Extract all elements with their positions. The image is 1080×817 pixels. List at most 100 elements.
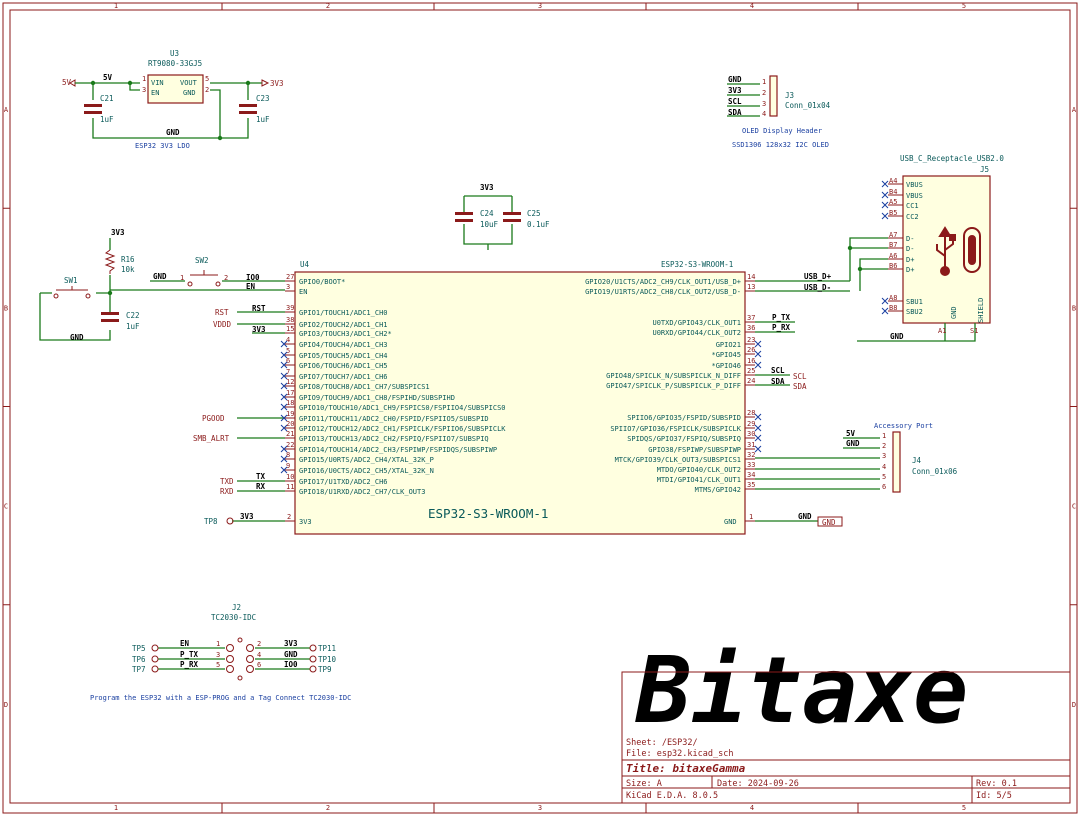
- no-connect-marker: [280, 424, 288, 432]
- border-row-label: B: [1072, 304, 1076, 312]
- usb-gnd-net: GND: [890, 332, 904, 341]
- junction: [847, 245, 853, 251]
- tb-date: Date: 2024-09-26: [717, 779, 799, 789]
- pin-number: 22: [286, 441, 294, 449]
- c23-ref: C23: [256, 94, 270, 103]
- testpoint: [309, 665, 317, 673]
- gnd-global-box: [817, 516, 843, 527]
- j3-value: Conn_01x04: [785, 101, 831, 110]
- pin-name: MTMS/GPIO42: [695, 486, 741, 494]
- pinnum: 1: [142, 75, 146, 83]
- pin-number: 30: [747, 430, 755, 438]
- pin-name: VBUS: [906, 181, 923, 189]
- pin-name: GPIO48/SPICLK_N/SUBSPICLK_N_DIFF: [606, 372, 741, 380]
- pin-number: 28: [747, 409, 755, 417]
- pin-name: D+: [906, 266, 914, 274]
- tp8-testpoint: [226, 517, 234, 525]
- pin-number: B7: [889, 241, 897, 249]
- tp8-ref: TP8: [204, 517, 218, 526]
- pin-number: 15: [286, 325, 294, 333]
- no-connect-marker: [881, 307, 889, 315]
- accessory-wires: [843, 437, 880, 449]
- j5-value: USB_C_Receptacle_USB2.0: [900, 154, 1004, 163]
- tag-net: GND: [284, 650, 298, 659]
- pin-name: GPIO6/TOUCH6/ADC1_CH5: [299, 362, 388, 370]
- net-3v3-tp8: 3V3: [240, 512, 254, 521]
- c23-value: 1uF: [256, 115, 270, 124]
- pin-name: GPIO0/BOOT*: [299, 278, 345, 286]
- pin-name: GPIO20/U1CTS/ADC2_CH9/CLK_OUT1/USB_D+: [585, 278, 741, 286]
- pin-number: 9: [286, 462, 290, 470]
- pin-name: GPIO11/TOUCH11/ADC2_CH0/FSPID/FSPIIO5/SU…: [299, 415, 489, 423]
- pin-name: U0RXD/GPIO44/CLK_OUT2: [652, 329, 741, 337]
- tp-ref: TP9: [318, 665, 332, 674]
- no-connect-marker: [280, 361, 288, 369]
- pinnum: 3: [882, 452, 886, 460]
- global-rst: RST: [215, 308, 229, 317]
- j4-connector: [892, 431, 901, 493]
- c23-plate: [239, 104, 257, 107]
- c25-plate: [503, 219, 521, 222]
- c25-value: 0.1uF: [527, 220, 550, 229]
- left-net-wires: [232, 311, 285, 522]
- usb-icon: [936, 226, 981, 276]
- accessory-port-section: Accessory Port 5V GND 1 2 3 4 5 6 J4 Con…: [843, 422, 958, 493]
- net-rst: RST: [252, 304, 266, 313]
- pinnum: A1: [938, 327, 946, 335]
- pin-number: 34: [747, 471, 755, 479]
- pinnum: 5: [882, 473, 886, 481]
- ldo-regulator: [147, 74, 204, 104]
- usb-gnd-pin: GND: [950, 306, 958, 319]
- oled-caption-2: SSD1306 128x32 I2C OLED: [732, 141, 829, 149]
- pin-name: GPIO15/U0RTS/ADC2_CH4/XTAL_32K_P: [299, 456, 434, 464]
- tb-title: Title: bitaxeGamma: [626, 762, 746, 775]
- esp32-module: U4 ESP32-S3-WROOM-1 27GPIO0/BOOT*3EN39GP…: [280, 260, 880, 535]
- usb-shield-pin: SHIELD: [977, 298, 985, 323]
- pin-name: CC2: [906, 213, 919, 221]
- pin-name: GPIO7/TOUCH7/ADC1_CH6: [299, 373, 388, 381]
- border-row-label: D: [4, 701, 8, 709]
- pin-number: 4: [286, 336, 290, 344]
- pin-name: SBU2: [906, 308, 923, 316]
- pin-number: 19: [286, 410, 294, 418]
- tb-sheet: Sheet: /ESP32/: [626, 738, 698, 748]
- net-gnd: GND: [166, 128, 180, 137]
- pin-name: SBU1: [906, 298, 923, 306]
- pin-name: *GPIO45: [711, 351, 741, 359]
- net-3v3: 3V3: [111, 228, 125, 237]
- global-sda: SDA: [793, 382, 807, 391]
- testpoint: [151, 644, 159, 652]
- bitaxe-logo: Bitaxe: [635, 637, 968, 744]
- accessory-title: Accessory Port: [874, 422, 933, 430]
- pin-gnd: GND: [183, 89, 196, 97]
- no-connect-marker: [280, 340, 288, 348]
- global-smb-alrt: SMB_ALRT: [193, 434, 230, 443]
- net-usb-dm: USB_D-: [804, 283, 831, 292]
- net-rx: RX: [256, 482, 266, 491]
- pinnum: 2: [257, 640, 261, 648]
- border-row-label: D: [1072, 701, 1076, 709]
- junction: [127, 80, 133, 86]
- pin-number: A5: [889, 198, 897, 206]
- pin-name: GPIO19/U1RTS/ADC2_CH8/CLK_OUT2/USB_D-: [585, 288, 741, 296]
- oled-net: 3V3: [728, 86, 742, 95]
- global-label-arrow: [261, 79, 270, 87]
- no-connect-marker: [280, 403, 288, 411]
- pin-number: B6: [889, 262, 897, 270]
- border-column-label: 4: [750, 2, 754, 10]
- oled-wires: [727, 83, 760, 117]
- tb-size: Size: A: [626, 779, 662, 789]
- pinnum: S1: [970, 327, 978, 335]
- tag-connect-footprint: [226, 637, 254, 681]
- pinnum: 5: [216, 661, 220, 669]
- pin-number: 14: [747, 273, 755, 281]
- tb-file: File: esp32.kicad_sch: [626, 749, 733, 759]
- j2-value: TC2030-IDC: [211, 613, 256, 622]
- ldo-wires: [75, 82, 262, 139]
- pinnum: 6: [882, 483, 886, 491]
- border-column-label: 3: [538, 804, 542, 812]
- r16-resistor: [104, 249, 116, 274]
